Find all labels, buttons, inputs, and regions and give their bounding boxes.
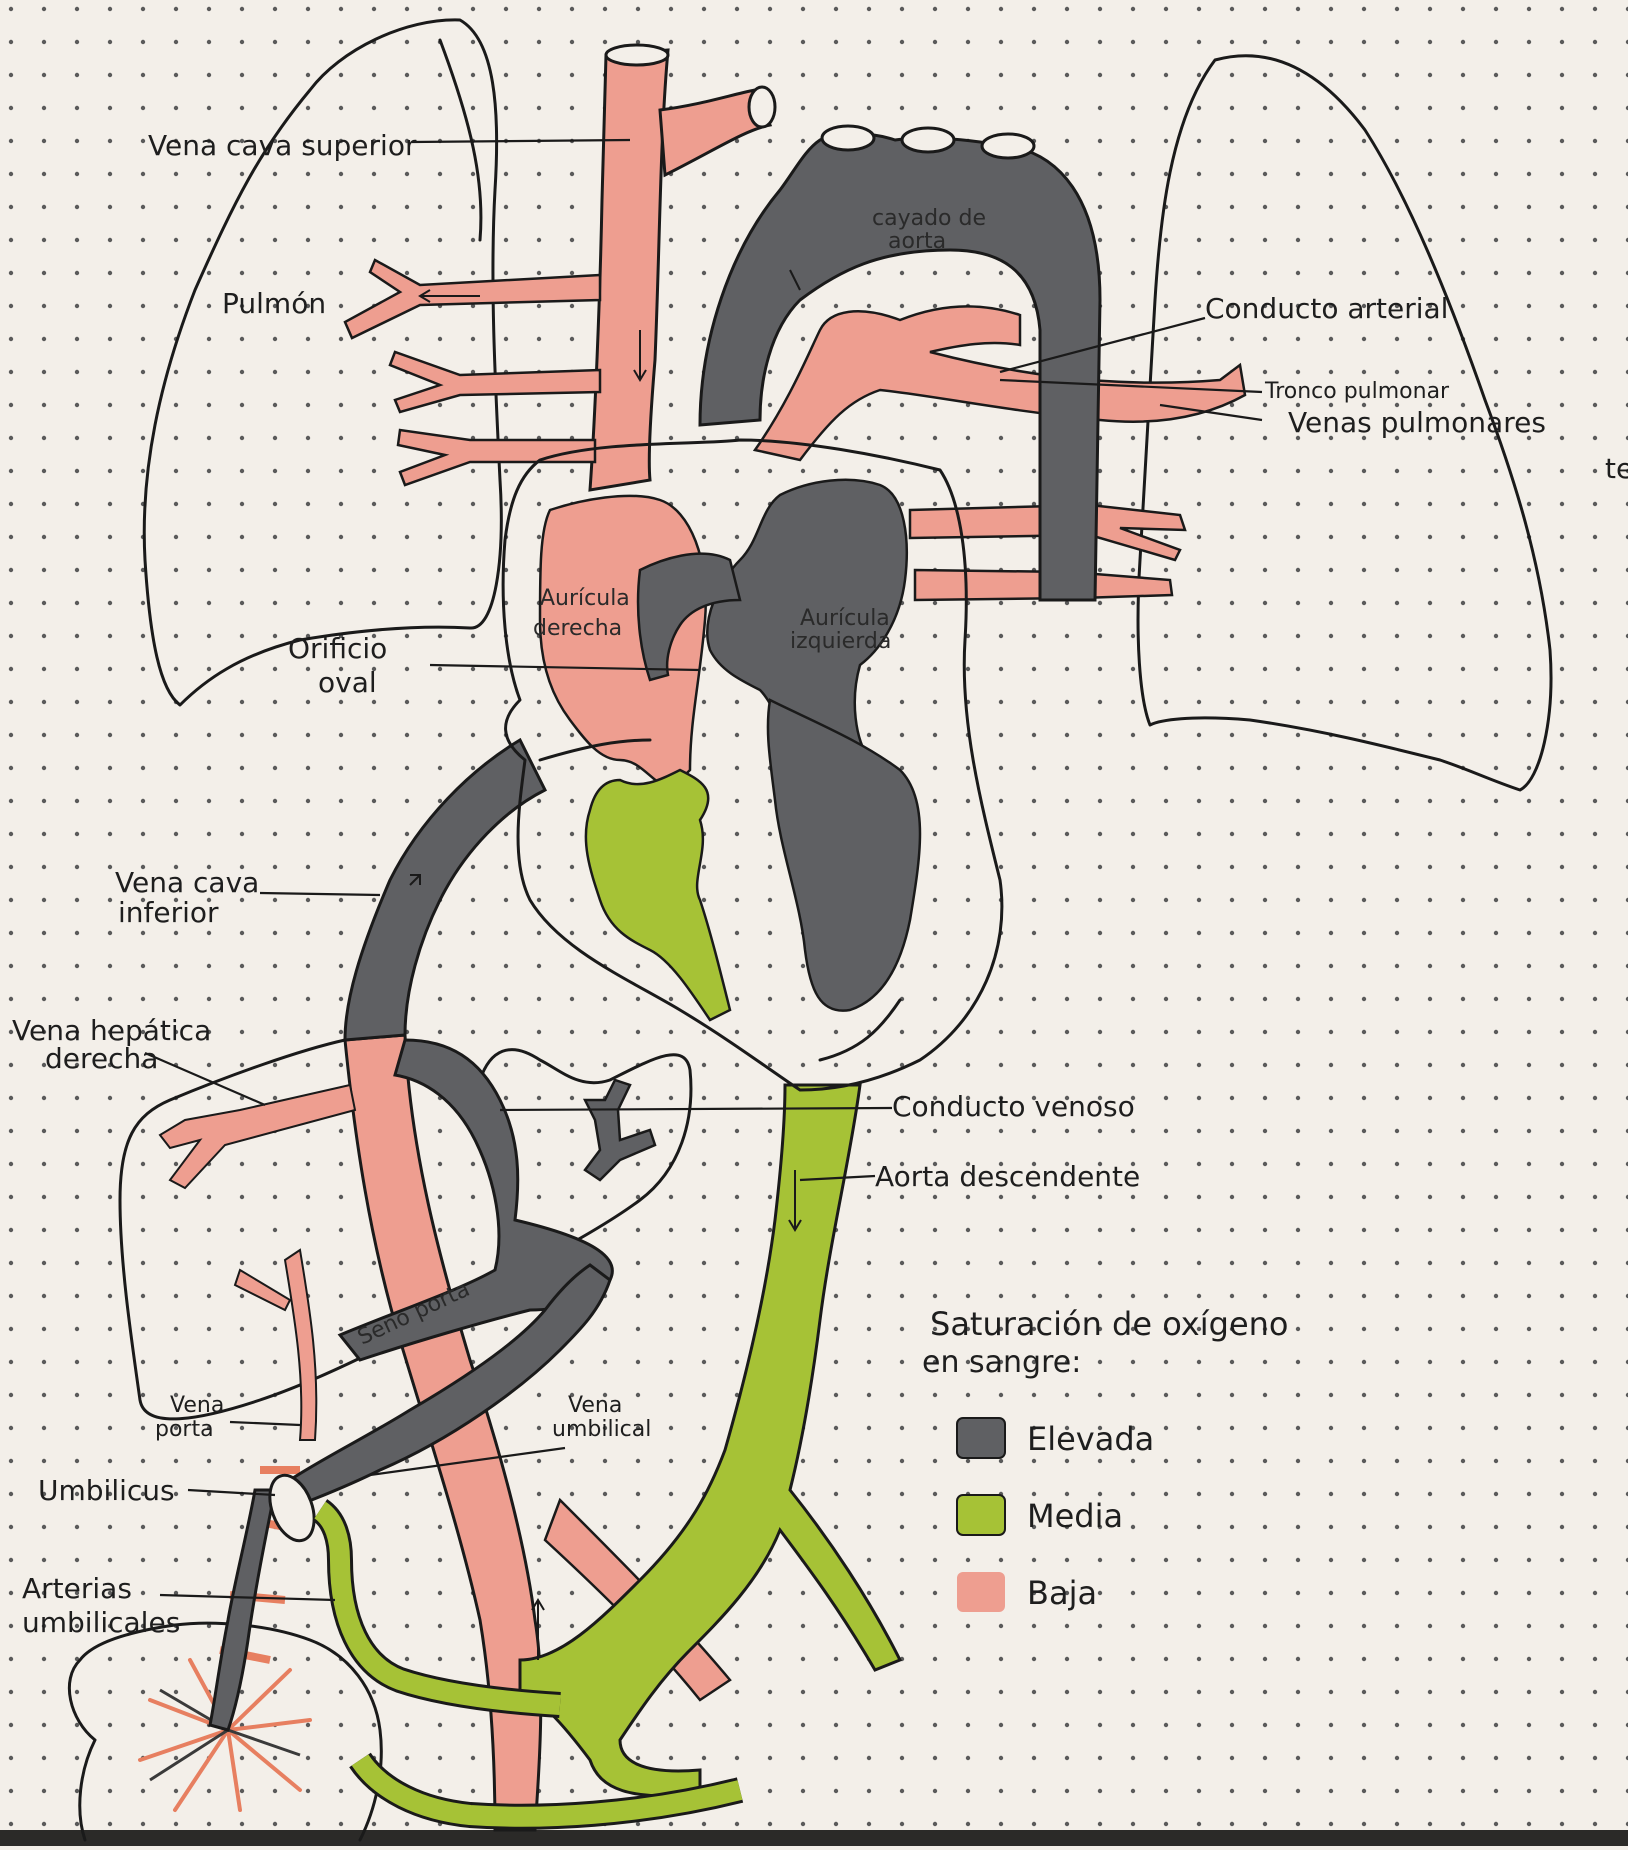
brachiocephalic-opening	[749, 87, 775, 127]
aorta-branch-opening-1	[822, 126, 874, 150]
label-auricula-izquierda-2: izquierda	[790, 629, 891, 654]
label-auricula-derecha-2: derecha	[533, 616, 622, 641]
label-vena-cava-superior: Vena cava superior	[148, 129, 417, 162]
label-auricula-derecha-1: Aurícula	[540, 586, 630, 611]
label-vena-porta-1: Vena	[170, 1393, 224, 1418]
label-cayado-1: cayado de	[872, 206, 986, 231]
label-vena-umbilical-2: umbilical	[552, 1417, 651, 1442]
legend-label-elevada: Elevada	[1027, 1420, 1154, 1458]
label-arterias-1: Arterias	[22, 1572, 132, 1605]
label-vci-1: Vena cava	[115, 866, 259, 899]
legend-title-1: Saturación de oxígeno	[930, 1305, 1288, 1343]
label-venas-pulmonares: Venas pulmonares	[1288, 406, 1546, 439]
label-conducto-venoso: Conducto venoso	[892, 1090, 1135, 1123]
bottom-shadow	[0, 1830, 1628, 1846]
legend-label-baja: Baja	[1027, 1574, 1097, 1612]
aorta-branch-opening-2	[902, 128, 954, 152]
label-edge-fragment: te	[1605, 452, 1628, 485]
label-arterias-2: umbilicales	[22, 1606, 180, 1639]
label-umbilicus: Umbilicus	[38, 1474, 175, 1507]
svc-opening	[606, 45, 668, 65]
label-vena-porta-2: porta	[155, 1417, 214, 1442]
legend-label-media: Media	[1027, 1497, 1123, 1535]
label-cayado-2: aorta	[888, 229, 946, 254]
label-pulmon: Pulmón	[222, 287, 326, 320]
aorta-branch-opening-3	[982, 134, 1034, 158]
label-tronco-pulmonar: Tronco pulmonar	[1264, 379, 1450, 404]
label-orificio-2: oval	[318, 666, 377, 699]
label-auricula-izquierda-1: Aurícula	[800, 606, 890, 631]
label-aorta-descendente: Aorta descendente	[875, 1160, 1140, 1193]
legend-title-2: en sangre:	[922, 1345, 1081, 1380]
legend-swatch-baja	[957, 1572, 1005, 1612]
label-conducto-arterial: Conducto arterial	[1205, 292, 1448, 325]
label-orificio-1: Orificio	[288, 632, 387, 665]
label-vena-umbilical-1: Vena	[568, 1393, 622, 1418]
legend-swatch-elevada	[957, 1418, 1005, 1458]
label-hepatica-2: derecha	[45, 1042, 158, 1075]
label-vci-2: inferior	[118, 896, 219, 929]
legend-swatch-media	[957, 1495, 1005, 1535]
